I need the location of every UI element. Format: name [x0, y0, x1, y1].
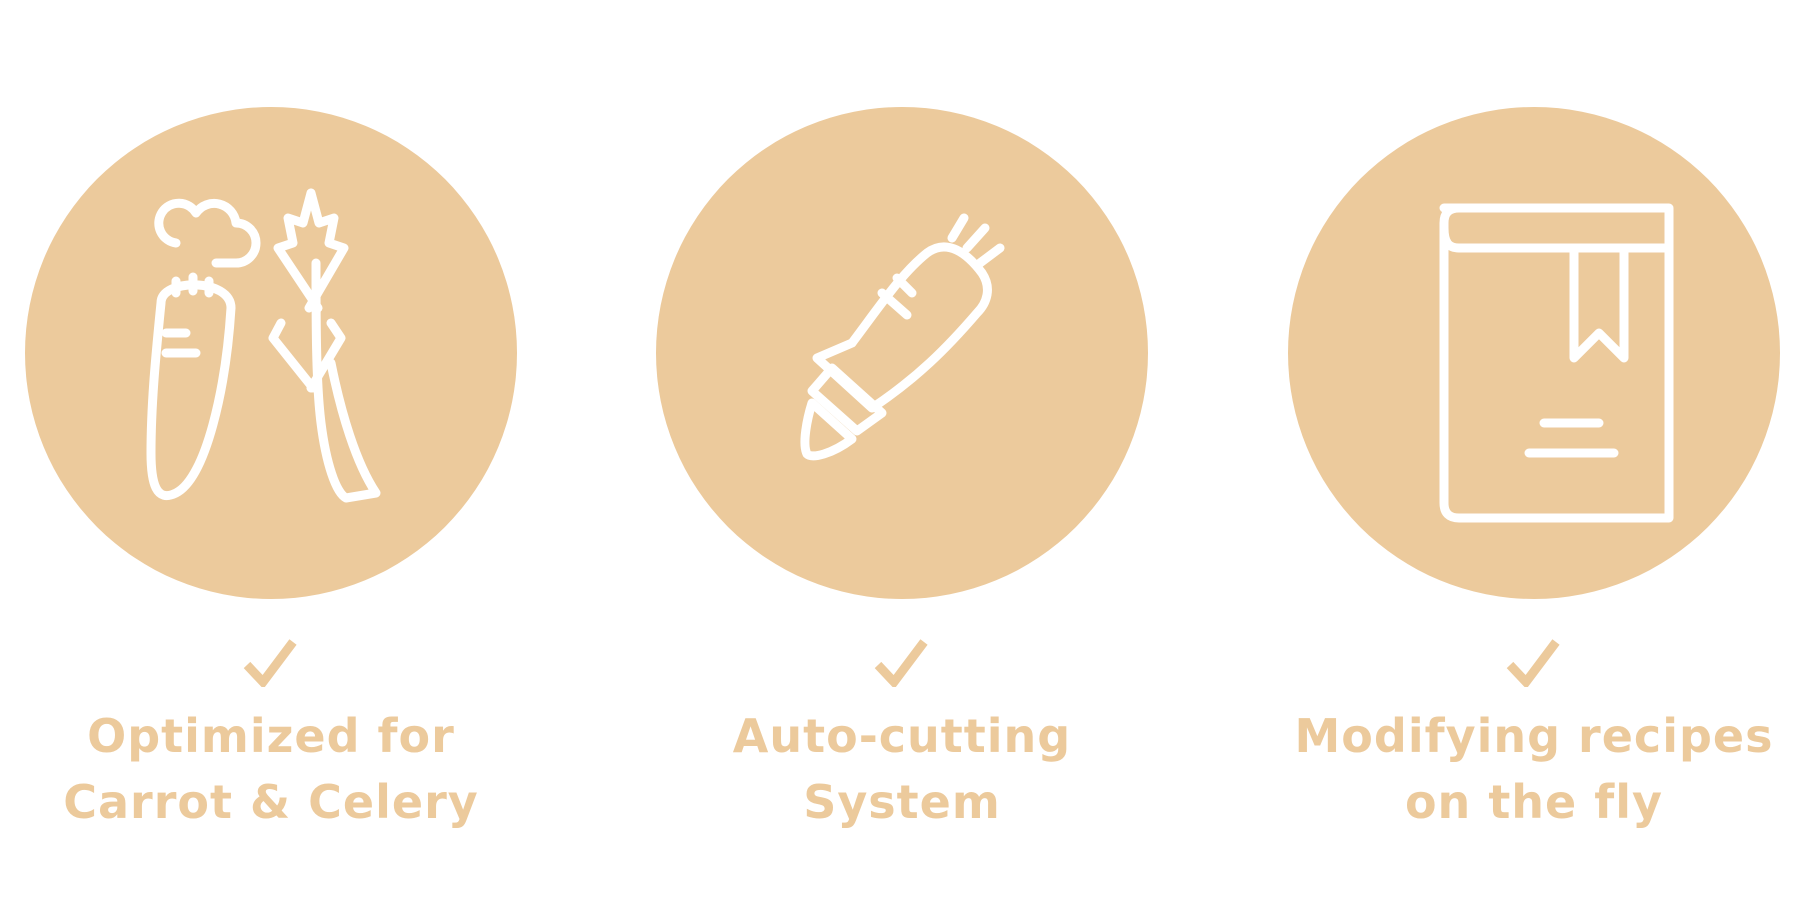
feature-label: Optimized for Carrot & Celery — [11, 703, 531, 835]
feature-label-line2: on the fly — [1404, 775, 1664, 829]
feature-label-line1: Auto-cutting — [732, 709, 1072, 763]
recipe-book-icon — [1439, 203, 1674, 523]
feature-label-line1: Optimized for — [87, 709, 455, 763]
feature-label-line2: Carrot & Celery — [63, 775, 479, 829]
checkmark-icon — [874, 639, 928, 689]
sliced-carrot-icon — [800, 213, 1005, 461]
checkmark-icon — [1506, 639, 1560, 689]
feature-label: Auto-cutting System — [642, 703, 1162, 835]
feature-recipes: Modifying recipes on the fly — [1274, 107, 1794, 835]
feature-label: Modifying recipes on the fly — [1274, 703, 1794, 835]
checkmark-icon — [243, 639, 297, 689]
carrot-celery-icon — [146, 188, 381, 503]
icon-circle — [25, 107, 517, 599]
icon-circle — [1288, 107, 1780, 599]
feature-label-line2: System — [803, 775, 1001, 829]
feature-auto-cutting: Auto-cutting System — [642, 107, 1162, 835]
icon-circle — [656, 107, 1148, 599]
feature-carrot-celery: Optimized for Carrot & Celery — [11, 107, 531, 835]
feature-label-line1: Modifying recipes — [1294, 709, 1774, 763]
